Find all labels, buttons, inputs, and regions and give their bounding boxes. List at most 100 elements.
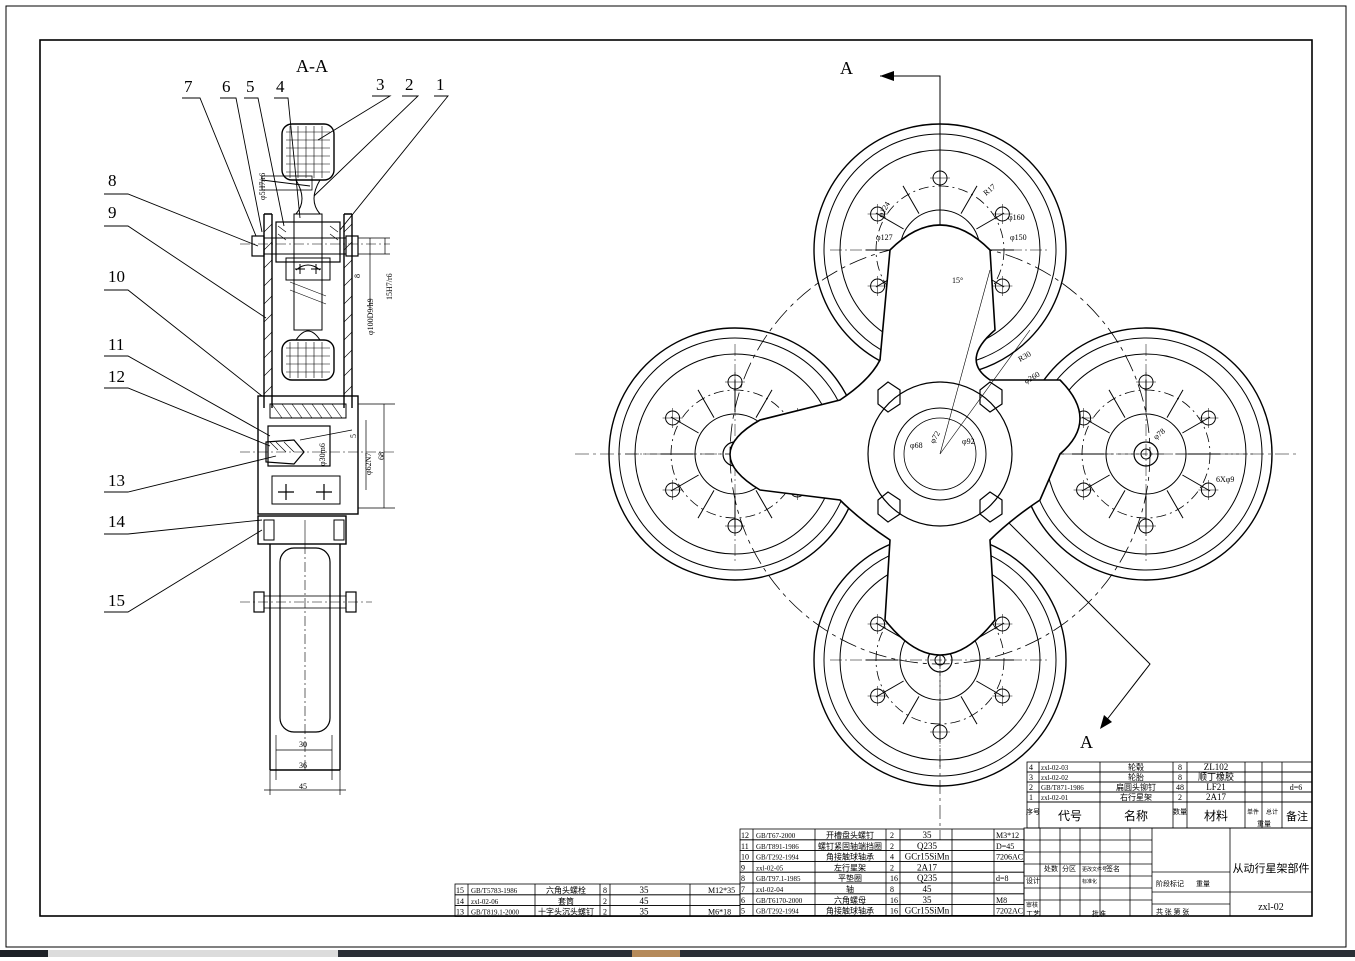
ptop-head-no: 序号 (1026, 807, 1040, 816)
ptop-name: 轮胎 (1128, 772, 1144, 782)
callout-5: 5 (246, 77, 255, 96)
ptop-head-note: 备注 (1286, 809, 1308, 823)
pleft-code: GB/T819.1-2000 (471, 909, 520, 917)
pmid-qty: 16 (890, 896, 898, 905)
bolt-circle (729, 243, 1151, 665)
callout-leaders (104, 95, 449, 613)
dim-width-36: 36 (299, 761, 307, 770)
pmid-note: M8 (996, 896, 1007, 905)
pmid-qty: 2 (890, 842, 894, 851)
callout-8: 8 (108, 171, 117, 190)
callout-3: 3 (376, 75, 385, 94)
pmid-name: 轴 (846, 884, 854, 894)
section-view: A-A (104, 56, 449, 795)
star-carrier (729, 224, 1081, 656)
pmid-note: 7206AC (996, 853, 1023, 862)
pmid-code: GB/T67-2000 (756, 832, 796, 840)
drawing-title: 从动行星架部件 (1233, 861, 1310, 875)
cut-label-top: A (840, 58, 853, 78)
taskbar (0, 950, 1355, 957)
callout-1: 1 (436, 75, 445, 94)
pmid-name: 角接触球轴承 (826, 852, 874, 862)
pleft-note: M6*18 (708, 908, 731, 917)
pmid-code: GB/T292-1994 (756, 908, 799, 916)
pmid-code: GB/T292-1994 (756, 854, 799, 862)
pmid-no: 10 (741, 853, 749, 862)
tb-approve: 批准 (1092, 909, 1106, 918)
dim-d68: φ68 (910, 441, 923, 450)
callout-10: 10 (108, 267, 125, 286)
ptop-note: d=6 (1290, 783, 1303, 792)
tb-change-doc: 更改文件号 (1082, 866, 1107, 873)
tb-design: 设计 (1026, 876, 1040, 885)
pmid-code: zxl-02-04 (756, 886, 784, 894)
ptop-head-total: 总计 (1266, 808, 1278, 816)
callout-13: 13 (108, 471, 125, 490)
tb-standardize: 标准化 (1082, 878, 1097, 885)
callout-14: 14 (108, 512, 126, 531)
upper-wheel (240, 123, 390, 381)
pmid-mat: 45 (923, 884, 933, 894)
wheel (1019, 327, 1273, 581)
pmid-name: 开槽盘头螺钉 (826, 830, 874, 840)
dim-offset-8: 8 (353, 274, 362, 278)
pmid-qty: 2 (890, 863, 894, 872)
taskbar-segment (0, 950, 48, 957)
ptop-code: zxl-02-03 (1041, 764, 1069, 772)
ptop-head-qty: 数量 (1173, 807, 1187, 816)
ptop-mat: LF21 (1206, 782, 1226, 792)
ptop-no: 2 (1029, 783, 1033, 792)
tb-weight: 重量 (1196, 880, 1210, 888)
tb-sheets: 共 张 第 张 (1156, 907, 1189, 916)
pleft-mat: 45 (640, 896, 650, 906)
tb-process: 工艺 (1026, 910, 1040, 918)
pmid-no: 5 (741, 907, 745, 916)
ptop-mat: ZL102 (1204, 762, 1229, 772)
dim-r17: R17 (982, 182, 998, 197)
pmid-qty: 4 (890, 853, 894, 862)
cut-label-bottom: A (1080, 732, 1093, 752)
ptop-head-name: 名称 (1124, 808, 1148, 823)
pmid-name: 螺钉紧固轴端挡圈 (818, 841, 882, 851)
callout-7: 7 (184, 77, 193, 96)
dim-d92: φ92 (962, 437, 975, 446)
tb-stage-mark: 阶段标记 (1156, 879, 1184, 888)
pmid-no: 6 (741, 896, 745, 905)
dim-gap-5: 5 (349, 434, 358, 438)
dim-d127: φ127 (876, 233, 893, 242)
callout-2: 2 (405, 75, 414, 94)
lower-wheel (240, 520, 372, 771)
ptop-head-mat: 材料 (1204, 809, 1228, 823)
callout-15: 15 (108, 591, 125, 610)
ptop-mat: 2A17 (1206, 792, 1226, 802)
callout-6: 6 (222, 77, 231, 96)
pmid-code: zxl-02-05 (756, 864, 784, 872)
ptop-mat: 顺丁橡胶 (1198, 771, 1234, 782)
dim-fit-axle: φ5H7/r6 (258, 173, 267, 200)
dim-d78: φ78 (1152, 427, 1167, 442)
pmid-note: d=8 (996, 874, 1009, 883)
pleft-no: 13 (456, 908, 464, 917)
dim-holes: 6Xφ9 (1216, 475, 1234, 484)
dim-d150: φ150 (1010, 233, 1027, 242)
pmid-name: 左行星架 (834, 862, 866, 872)
pmid-code: GB/T6170-2000 (756, 897, 803, 905)
callout-4: 4 (276, 77, 285, 96)
ptop-name: 轮毂 (1128, 762, 1144, 772)
tb-zone: 分区 (1062, 864, 1076, 873)
ptop-no: 1 (1029, 793, 1033, 802)
dim-shaft: φ30m6 (318, 443, 327, 466)
ptop-qty: 48 (1176, 783, 1184, 792)
pleft-qty: 2 (603, 908, 607, 917)
pleft-name: 十字头沉头螺钉 (538, 907, 594, 917)
tb-check: 审核 (1026, 901, 1038, 909)
pmid-name: 角接触球轴承 (826, 906, 874, 916)
outer-border (5, 5, 1347, 948)
ptop-name: 扁圆头铆钉 (1116, 782, 1156, 792)
pmid-note: M3*12 (996, 831, 1019, 840)
taskbar-segment (632, 950, 680, 957)
pmid-mat: 2A17 (917, 862, 937, 872)
